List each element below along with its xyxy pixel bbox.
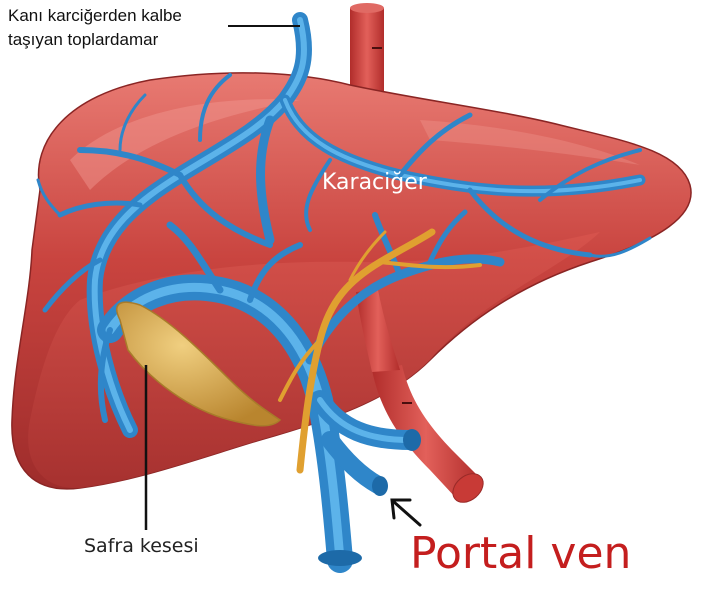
portal-vein-label: Portal ven bbox=[410, 528, 631, 579]
hepatic-vein-label-line2: taşıyan toplardamar bbox=[8, 28, 182, 52]
hepatic-vein-label: Kanı karciğerden kalbe taşıyan toplardam… bbox=[8, 4, 182, 52]
gallbladder-label: Safra kesesi bbox=[84, 535, 199, 557]
liver-label: Karaciğer bbox=[322, 170, 427, 195]
portal-arrow-icon bbox=[392, 500, 420, 525]
hepatic-vein-label-line1: Kanı karciğerden kalbe bbox=[8, 4, 182, 28]
